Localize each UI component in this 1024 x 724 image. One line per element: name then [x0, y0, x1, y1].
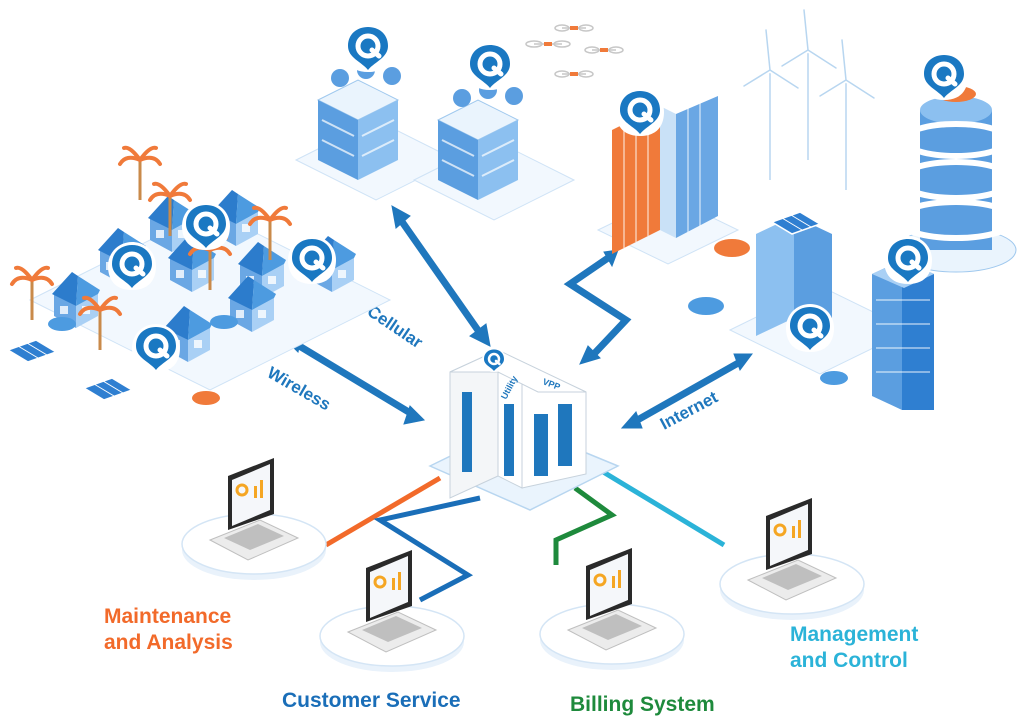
server-icon: Utility VPP — [428, 346, 620, 511]
maintenance-link — [324, 475, 442, 548]
terraced-buildings — [294, 61, 576, 221]
wind-turbine-icon — [744, 10, 874, 190]
cellular-label: Cellular — [364, 302, 427, 353]
wireless-label: Wireless — [264, 363, 334, 414]
car-icon — [688, 239, 750, 315]
spiral-tower — [895, 86, 1017, 273]
billing-system-label: Billing System — [570, 693, 715, 716]
maintenance-line2: and Analysis — [104, 631, 233, 655]
customer-service-label: Customer Service — [282, 689, 461, 712]
maintenance-line1: Maintenance — [104, 605, 232, 628]
billing-link — [553, 485, 617, 565]
commercial-complex — [728, 86, 1017, 410]
management-line2: and Control — [790, 649, 908, 673]
management-line1: Management — [790, 623, 919, 646]
customer-service-link — [373, 495, 481, 603]
solar-panel-icon — [7, 339, 133, 401]
car-icon — [820, 371, 848, 385]
office-tower — [596, 96, 750, 315]
drone-icon — [525, 24, 624, 78]
connection-arrows — [283, 205, 753, 429]
management-control-label: Management and Control — [790, 622, 918, 675]
system-links — [324, 467, 726, 603]
management-link — [598, 467, 726, 548]
car-icon — [48, 315, 238, 405]
maintenance-analysis-label: Maintenance and Analysis — [104, 604, 233, 657]
